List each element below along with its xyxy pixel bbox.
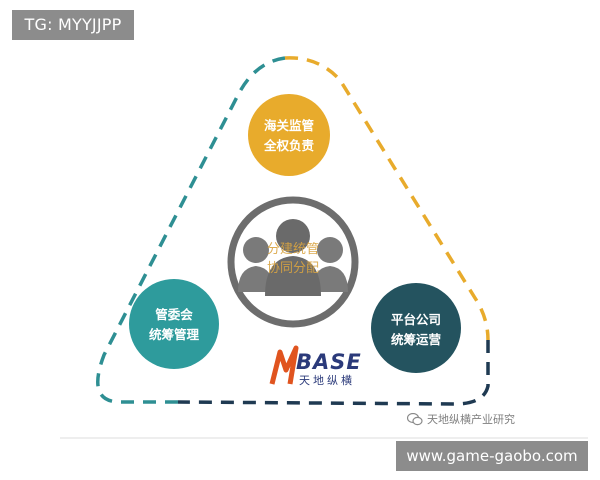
outline-left-segment — [96, 56, 286, 404]
node-top-label: 海关监管 全权负责 — [249, 116, 329, 156]
node-circle-top — [248, 94, 330, 176]
outline-bottom-segment — [177, 340, 490, 406]
node-left-label: 管委会 统筹管理 — [134, 305, 214, 345]
node-left-line2: 统筹管理 — [148, 327, 199, 342]
center-line1: 分建统管 — [266, 242, 319, 257]
center-line2: 协同分配 — [266, 261, 319, 276]
node-circle-right — [371, 283, 461, 373]
wechat-source: 天地纵横产业研究 — [407, 411, 515, 427]
node-left-line1: 管委会 — [155, 307, 193, 322]
node-right-label: 平台公司 统筹运营 — [376, 310, 456, 350]
center-label: 分建统管 协同分配 — [253, 240, 333, 278]
node-right-line2: 统筹运营 — [390, 332, 441, 347]
wechat-source-text: 天地纵横产业研究 — [427, 413, 515, 426]
logo-subtext: 天地纵横 — [299, 374, 355, 387]
node-right-line1: 平台公司 — [390, 312, 441, 327]
watermark-tag-bottom: www.game-gaobo.com — [396, 441, 588, 471]
node-circle-left — [129, 279, 219, 369]
mbase-logo-mark — [269, 345, 299, 385]
wechat-icon — [407, 412, 423, 425]
node-top-line1: 海关监管 — [263, 118, 314, 133]
logo-text: BASE — [296, 350, 362, 374]
watermark-tag-top: TG: MYYJJPP — [12, 10, 134, 40]
people-icon — [238, 219, 348, 296]
node-top-line2: 全权负责 — [263, 138, 314, 153]
